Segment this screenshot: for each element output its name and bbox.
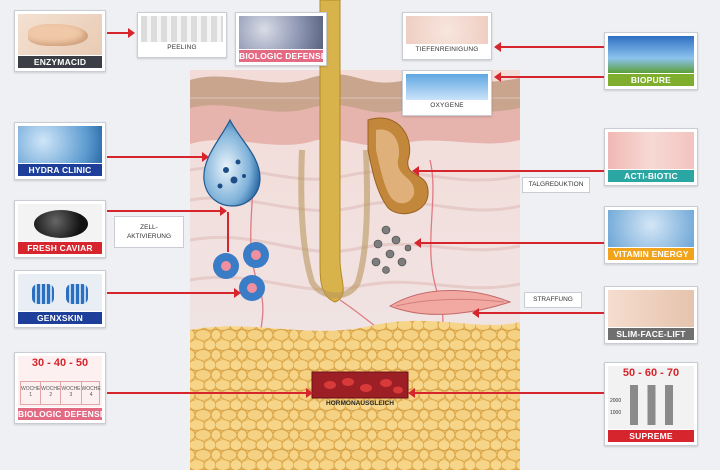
supreme-y-tick-2000: 2000 bbox=[610, 398, 622, 404]
week-1: WOCHE 1 bbox=[21, 382, 42, 404]
vitamin-energy-image bbox=[608, 210, 694, 247]
hydra-clinic-label: HYDRA CLINIC bbox=[18, 164, 102, 176]
product-card-slim-face-lift[interactable]: SLIM-FACE-LIFT bbox=[604, 286, 698, 344]
straffung-box: STRAFFUNG bbox=[524, 292, 582, 308]
biologic-defense-weeks: WOCHE 1 WOCHE 2 WOCHE 3 WOCHE 4 bbox=[20, 381, 101, 405]
enzymacid-label: ENZYMACID bbox=[18, 56, 102, 68]
arrow-enzymacid-to-peeling bbox=[107, 28, 135, 38]
supreme-silhouettes bbox=[630, 385, 688, 425]
acti-biotic-label: ACTI-BIOTIC bbox=[608, 170, 694, 182]
product-card-biologic-defense-top[interactable]: BIOLOGIC DEFENSE bbox=[235, 12, 327, 66]
zellaktivierung-box: ZELL- AKTIVIERUNG bbox=[114, 216, 184, 248]
tiefenreinigung-image bbox=[406, 16, 488, 45]
zellaktivierung-line-2: AKTIVIERUNG bbox=[126, 233, 172, 240]
slim-face-lift-label: SLIM-FACE-LIFT bbox=[608, 328, 694, 340]
arrow-slimface-to-muscle bbox=[472, 308, 604, 318]
arrow-genxskin-to-cells bbox=[107, 288, 241, 298]
arrow-supreme-to-vessel bbox=[408, 388, 604, 398]
genxskin-image bbox=[18, 274, 102, 311]
product-card-acti-biotic[interactable]: ACTI-BIOTIC bbox=[604, 128, 698, 186]
biologic-defense-chart: 30 - 40 - 50 WOCHE 1 WOCHE 2 WOCHE 3 WOC… bbox=[18, 356, 102, 407]
hydra-clinic-image bbox=[18, 126, 102, 163]
vitamin-energy-label: VITAMIN ENERGY bbox=[608, 248, 694, 260]
supreme-ages: 50 - 60 - 70 bbox=[622, 367, 680, 379]
product-card-supreme[interactable]: 50 - 60 - 70 2000 1000 SUPREME bbox=[604, 362, 698, 446]
product-card-vitamin-energy[interactable]: VITAMIN ENERGY bbox=[604, 206, 698, 264]
tiefenreinigung-label: TIEFENREINIGUNG bbox=[406, 44, 488, 56]
biologic-defense-bottom-label: BIOLOGIC DEFENSE bbox=[18, 408, 102, 420]
acti-biotic-image bbox=[608, 132, 694, 169]
oxygene-image bbox=[406, 74, 488, 101]
week-4: WOCHE 4 bbox=[81, 386, 101, 398]
product-card-biopure[interactable]: BIOPURE bbox=[604, 32, 698, 90]
week-2: WOCHE 2 bbox=[41, 382, 62, 404]
biologic-defense-ages: 30 - 40 - 50 bbox=[31, 357, 89, 369]
product-card-fresh-caviar[interactable]: FRESH CAVIAR bbox=[14, 200, 106, 258]
talgreduktion-box: TALGREDUKTION bbox=[522, 177, 590, 193]
peeling-image bbox=[141, 16, 223, 43]
enzymacid-image bbox=[18, 14, 102, 55]
biopure-label: BIOPURE bbox=[608, 74, 694, 86]
peeling-card[interactable]: PEELING bbox=[137, 12, 227, 58]
arrow-biopure-to-tiefenreinigung bbox=[494, 42, 604, 52]
slim-face-lift-image bbox=[608, 290, 694, 327]
fresh-caviar-label: FRESH CAVIAR bbox=[18, 242, 102, 254]
biopure-image bbox=[608, 36, 694, 73]
product-card-biologic-defense-bottom[interactable]: 30 - 40 - 50 WOCHE 1 WOCHE 2 WOCHE 3 WOC… bbox=[14, 352, 106, 424]
tiefenreinigung-card[interactable]: TIEFENREINIGUNG bbox=[402, 12, 492, 60]
fresh-caviar-image bbox=[18, 204, 102, 241]
arrow-hydra-to-drop bbox=[107, 152, 209, 162]
arrow-biologic-to-vessel bbox=[107, 388, 313, 398]
zellaktivierung-line-1: ZELL- bbox=[140, 224, 158, 231]
supreme-chart: 50 - 60 - 70 2000 1000 bbox=[608, 366, 694, 429]
supreme-label: SUPREME bbox=[608, 430, 694, 442]
biologic-defense-top-label: BIOLOGIC DEFENSE bbox=[239, 50, 323, 62]
arrow-vitamin-to-molecule bbox=[414, 238, 604, 248]
oxygene-card[interactable]: OXYGENE bbox=[402, 70, 492, 116]
genxskin-label: GENXSKIN bbox=[18, 312, 102, 324]
hormonausgleich-label: HORMONAUSGLEICH bbox=[326, 400, 394, 407]
product-card-genxskin[interactable]: GENXSKIN bbox=[14, 270, 106, 328]
product-card-hydra-clinic[interactable]: HYDRA CLINIC bbox=[14, 122, 106, 180]
week-3: WOCHE 3 bbox=[61, 382, 82, 404]
arrow-biopure-to-oxygene bbox=[494, 72, 604, 82]
arrow-caviar-down bbox=[227, 212, 229, 252]
supreme-y-tick-1000: 1000 bbox=[610, 410, 622, 416]
arrow-actibiotic-to-gland bbox=[412, 166, 604, 176]
peeling-label: PEELING bbox=[141, 42, 223, 54]
skin-cross-section bbox=[190, 0, 520, 470]
product-card-enzymacid[interactable]: ENZYMACID bbox=[14, 10, 106, 72]
arrow-caviar-to-cells bbox=[107, 206, 227, 216]
biologic-defense-image bbox=[239, 16, 323, 49]
oxygene-label: OXYGENE bbox=[406, 100, 488, 112]
